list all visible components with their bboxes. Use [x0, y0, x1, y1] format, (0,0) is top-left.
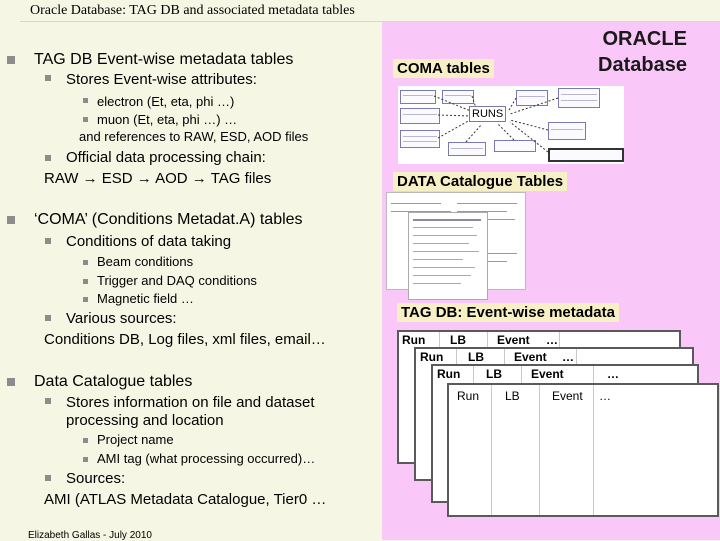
- tag-db-label: TAG DB: Event-wise metadata: [397, 303, 619, 322]
- bullet-l1: [45, 238, 51, 244]
- bullet-l2: [83, 438, 88, 443]
- bullet-l1: [45, 75, 51, 81]
- sheet4-event: Event: [552, 389, 583, 403]
- coma-sub: Conditions of data taking: [66, 233, 232, 250]
- bullet-l2: [83, 260, 88, 265]
- sheet2-run: Run: [420, 350, 444, 364]
- bullet-l0: [7, 56, 15, 64]
- bullet-l1: [45, 398, 51, 404]
- tagdb-muon: muon (Et, eta, phi …) …: [97, 112, 238, 127]
- coma-tables-label: COMA tables: [393, 59, 494, 78]
- bullet-l2: [83, 279, 88, 284]
- coma-sources: Various sources:: [66, 310, 177, 327]
- catalogue-sources-detail: AMI (ATLAS Metadata Catalogue, Tier0 …: [44, 491, 327, 508]
- bullet-l2: [83, 117, 88, 122]
- tagdb-heading: TAG DB Event-wise metadata tables: [34, 51, 294, 68]
- bullet-l2: [83, 98, 88, 103]
- bullet-l2: [83, 457, 88, 462]
- sheet1-lb: LB: [450, 333, 466, 347]
- bullet-l0: [7, 378, 15, 386]
- catalogue-sub: Stores information on file and dataset: [66, 394, 315, 411]
- processing-chain-detail: RAW → ESD → AOD → TAG files: [44, 170, 272, 187]
- catalogue-table-front: [408, 212, 488, 300]
- bullet-l1: [45, 475, 51, 481]
- footer-author: Elizabeth Gallas - July 2010: [28, 530, 152, 541]
- sheet3-lb: LB: [486, 367, 502, 381]
- tagdb-sub: Stores Event-wise attributes:: [66, 71, 257, 88]
- sheet1-run: Run: [402, 333, 426, 347]
- bullet-l1: [45, 315, 51, 321]
- bullet-l1: [45, 155, 51, 161]
- coma-schema-diagram: [398, 86, 624, 164]
- slide-title: Oracle Database: TAG DB and associated m…: [30, 3, 355, 18]
- sheet3-more: …: [607, 367, 619, 381]
- coma-sources-detail: Conditions DB, Log files, xml files, ema…: [44, 331, 326, 348]
- data-catalogue-label: DATA Catalogue Tables: [393, 172, 568, 191]
- catalogue-ami-tag: AMI tag (what processing occurred)…: [97, 451, 316, 466]
- sheet3-event: Event: [531, 367, 564, 381]
- sheet1-more: …: [546, 333, 558, 347]
- sheet3-run: Run: [437, 367, 461, 381]
- runs-table-label: RUNS: [469, 106, 507, 122]
- oracle-line1: ORACLE: [602, 28, 687, 50]
- oracle-line2: Database: [598, 54, 687, 76]
- sheet2-more: …: [562, 350, 574, 364]
- oracle-database-label: ORACLE Database: [598, 26, 687, 78]
- sheet2-event: Event: [514, 350, 547, 364]
- coma-beam: Beam conditions: [97, 254, 194, 269]
- catalogue-project: Project name: [97, 432, 174, 447]
- sheet1-event: Event: [497, 333, 530, 347]
- sheet4-lb: LB: [505, 389, 520, 403]
- catalogue-heading: Data Catalogue tables: [34, 373, 193, 390]
- coma-magnetic: Magnetic field …: [97, 291, 194, 306]
- sheet2-lb: LB: [468, 350, 484, 364]
- coma-trigger: Trigger and DAQ conditions: [97, 273, 257, 288]
- sheet4-more: …: [599, 389, 611, 403]
- sheet4-run: Run: [457, 389, 480, 403]
- tag-sheet-4: [447, 383, 719, 517]
- coma-heading: ‘COMA’ (Conditions Metadat.A) tables: [34, 211, 303, 228]
- tagdb-references: and references to RAW, ESD, AOD files: [79, 129, 309, 144]
- catalogue-sub-cont: processing and location: [66, 412, 224, 429]
- title-divider: [20, 21, 720, 22]
- tagdb-electron: electron (Et, eta, phi …): [97, 94, 235, 109]
- processing-chain: Official data processing chain:: [66, 149, 266, 166]
- schema-connectors: [433, 95, 559, 153]
- bullet-l2: [83, 297, 88, 302]
- bullet-l0: [7, 216, 15, 224]
- catalogue-sources: Sources:: [66, 470, 126, 487]
